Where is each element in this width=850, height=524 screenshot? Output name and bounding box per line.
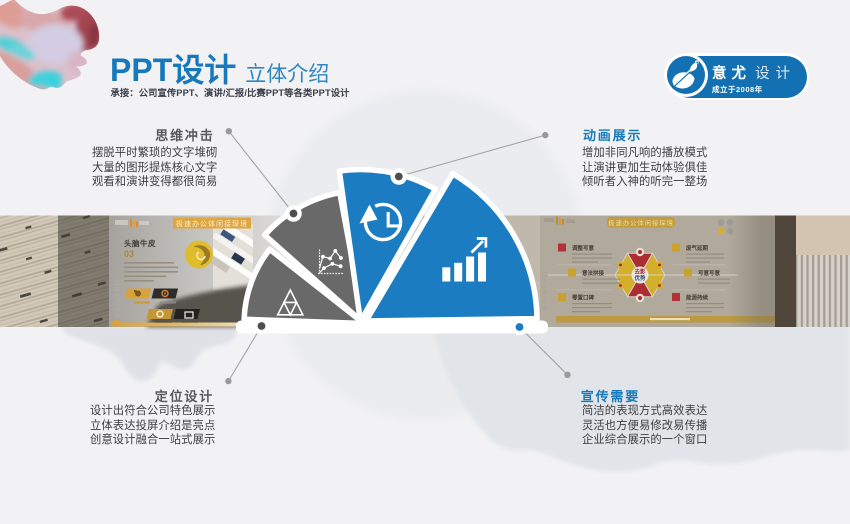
svg-text:调整写意: 调整写意 xyxy=(572,244,595,252)
svg-text:优势: 优势 xyxy=(634,274,646,282)
svg-text:能源持续: 能源持续 xyxy=(686,294,709,302)
svg-text:极速办公体闲接琛境: 极速办公体闲接琛境 xyxy=(176,219,248,228)
svg-text:写意写意: 写意写意 xyxy=(698,269,721,277)
svg-text:意法拼接: 意法拼接 xyxy=(582,269,605,277)
svg-text:BAINPRO: BAINPRO xyxy=(116,279,122,317)
svg-text:头脑牛皮: 头脑牛皮 xyxy=(124,238,156,248)
svg-text:03: 03 xyxy=(124,249,134,259)
svg-text:去影: 去影 xyxy=(634,268,646,276)
svg-text:极速办公体闲接琛境: 极速办公体闲接琛境 xyxy=(608,218,674,227)
svg-text:零置口碑: 零置口碑 xyxy=(571,294,595,302)
svg-text:废气延期: 废气延期 xyxy=(686,244,709,252)
svg-text:BAINPRO: BAINPRO xyxy=(542,270,549,310)
